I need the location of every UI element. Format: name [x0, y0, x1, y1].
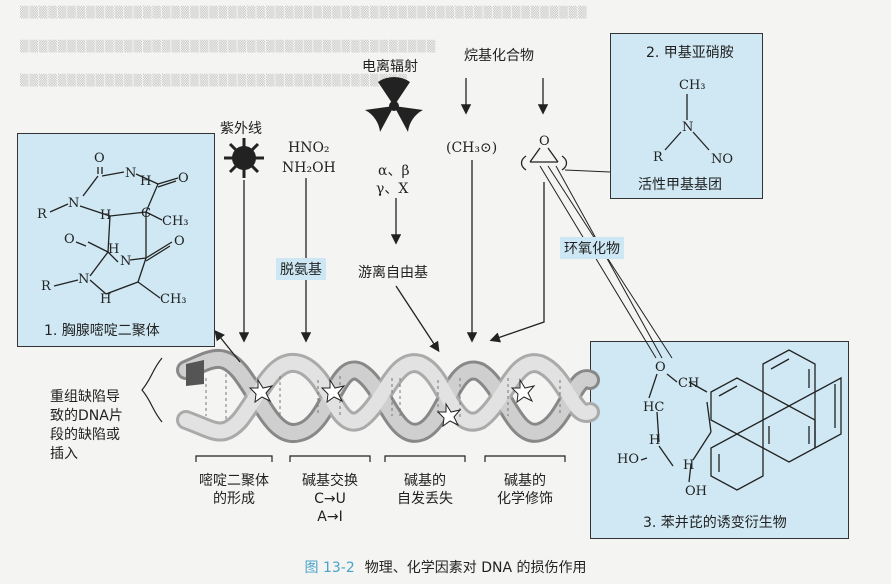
bottom-label-dimer: 嘧啶二聚体 的形成: [196, 472, 272, 508]
atom-hc: HC: [643, 400, 665, 415]
recomb-line: 致的DNA片: [50, 408, 123, 424]
atom-n: N: [682, 120, 694, 135]
bottom-label-chemical-mod: 碱基的 化学修饰: [485, 472, 565, 508]
recomb-line: 插入: [50, 446, 78, 462]
atom-ch3: CH₃: [162, 214, 189, 229]
atom-h: H: [140, 174, 152, 189]
benzopyrene-title: 3. 苯并芘的诱变衍生物: [643, 515, 787, 531]
bottom-line: 化学修饰: [497, 491, 553, 507]
atom-o-right: O: [174, 234, 185, 249]
atom-h: H: [683, 458, 695, 473]
connector-line: [564, 169, 611, 173]
connector-line: [539, 165, 657, 359]
atom-n: N: [78, 272, 90, 287]
alpha-beta-label: α、β: [378, 163, 410, 179]
atom-h: H: [100, 292, 112, 307]
ch3-radical-label: (CH₃⊙): [446, 140, 498, 156]
atom-r: R: [37, 207, 47, 222]
bottom-line: 的形成: [213, 491, 255, 507]
nh2oh-label: NH₂OH: [282, 160, 336, 176]
atom-n: N: [120, 254, 132, 269]
atom-o-left: O: [64, 232, 75, 247]
hno2-label: HNO₂: [288, 140, 330, 156]
atom-o: O: [655, 360, 666, 375]
atom-n: N: [68, 196, 80, 211]
methylnitrosamine-structure: [664, 94, 710, 151]
atom-oh: OH: [685, 484, 707, 499]
bg-text: ▒▒▒▒▒▒▒▒▒▒▒▒▒▒▒▒▒▒▒▒▒▒▒▒▒▒▒▒▒▒▒▒▒▒▒▒▒▒▒▒…: [20, 40, 437, 53]
atom-ch3: CH₃: [160, 292, 187, 307]
deamination-label: 脱氨基: [276, 258, 326, 280]
methylnitrosamine-title: 2. 甲基亚硝胺: [646, 45, 734, 61]
radiation-icon: [365, 76, 423, 132]
benzopyrene-structure: [640, 349, 842, 491]
atom-c: C: [141, 206, 151, 221]
benzopyrene-box: O CH HC H HO H OH 3. 苯并芘的诱变衍生物: [590, 341, 849, 539]
dimer-arrow: [214, 329, 241, 363]
free-radical-arrow: [395, 285, 440, 353]
atom-no: NO: [711, 152, 734, 167]
atom-r: R: [41, 279, 51, 294]
recomb-line: 重组缺陷导: [50, 389, 120, 405]
recomb-line: 段的缺陷或: [50, 427, 120, 443]
atom-ho: HO: [617, 452, 639, 467]
thymine-dimer-title: 1. 胸腺嘧啶二聚体: [44, 323, 160, 339]
free-radical-label: 游离自由基: [358, 265, 428, 281]
recombination-defect-label: 重组缺陷导 致的DNA片 段的缺陷或 插入: [50, 388, 123, 464]
left-bracket: [141, 357, 163, 423]
figure-caption: 图 13-2 物理、化学因素对 DNA 的损伤作用: [0, 557, 891, 577]
figure-caption-text: 物理、化学因素对 DNA 的损伤作用: [364, 560, 587, 576]
atom-h: H: [649, 433, 661, 448]
epoxide-o-label: O: [539, 134, 550, 149]
figure-number: 图 13-2: [304, 560, 355, 576]
bottom-line: C→U: [314, 491, 346, 507]
bottom-label-base-exchange: 碱基交换 C→U A→I: [290, 472, 370, 526]
atom-n: N: [125, 166, 137, 181]
atom-h: H: [100, 208, 112, 223]
epoxide-icon: [520, 147, 568, 171]
gamma-x-label: γ、X: [376, 181, 409, 197]
bottom-line: 碱基的: [504, 473, 546, 489]
atom-r: R: [653, 150, 663, 165]
bottom-bracket: [384, 455, 466, 462]
bottom-line: A→I: [317, 509, 343, 525]
radiation-label: 电离辐射: [362, 59, 418, 75]
active-methyl-label: 活性甲基基团: [638, 177, 722, 193]
uv-label: 紫外线: [220, 121, 262, 137]
epoxide-label: 环氧化物: [560, 237, 624, 259]
dna-double-helix: [176, 348, 600, 443]
atom-ch: CH: [678, 376, 700, 391]
bottom-label-base-loss: 碱基的 自发丢失: [385, 472, 465, 508]
methylnitrosamine-box: 2. 甲基亚硝胺 CH₃ N R NO 活性甲基基团: [610, 33, 763, 199]
atom-ch3: CH₃: [679, 78, 706, 93]
atom-h: H: [108, 242, 120, 257]
bg-text: ▒▒▒▒▒▒▒▒▒▒▒▒▒▒▒▒▒▒▒▒▒▒▒▒▒▒▒▒▒▒▒▒▒▒▒▒▒▒▒▒…: [20, 6, 588, 19]
bottom-bracket: [484, 455, 566, 462]
bottom-line: 碱基的: [404, 473, 446, 489]
connector-line: [547, 165, 673, 359]
thymine-dimer-structure: [49, 167, 179, 299]
bottom-line: 嘧啶二聚体: [199, 473, 269, 489]
bg-text: ▒▒▒▒▒▒▒▒▒▒▒▒▒▒▒▒▒▒▒▒▒▒▒▒▒▒▒▒▒▒▒▒▒▒▒▒▒▒▒▒…: [20, 74, 408, 87]
bottom-line: 自发丢失: [397, 491, 453, 507]
alkyl-compound-label: 烷基化合物: [464, 48, 534, 64]
bottom-line: 碱基交换: [302, 473, 358, 489]
bottom-bracket: [289, 455, 371, 462]
atom-o-right: O: [178, 171, 189, 186]
bottom-bracket: [195, 455, 273, 462]
connector-line: [555, 165, 663, 359]
epoxide-arrow: [489, 182, 545, 343]
atom-o-top: O: [94, 151, 105, 166]
thymine-dimer-box: O N H O N R H C CH₃ O H N O N R H CH₃ 1.…: [17, 133, 215, 347]
sun-icon: [224, 138, 264, 178]
